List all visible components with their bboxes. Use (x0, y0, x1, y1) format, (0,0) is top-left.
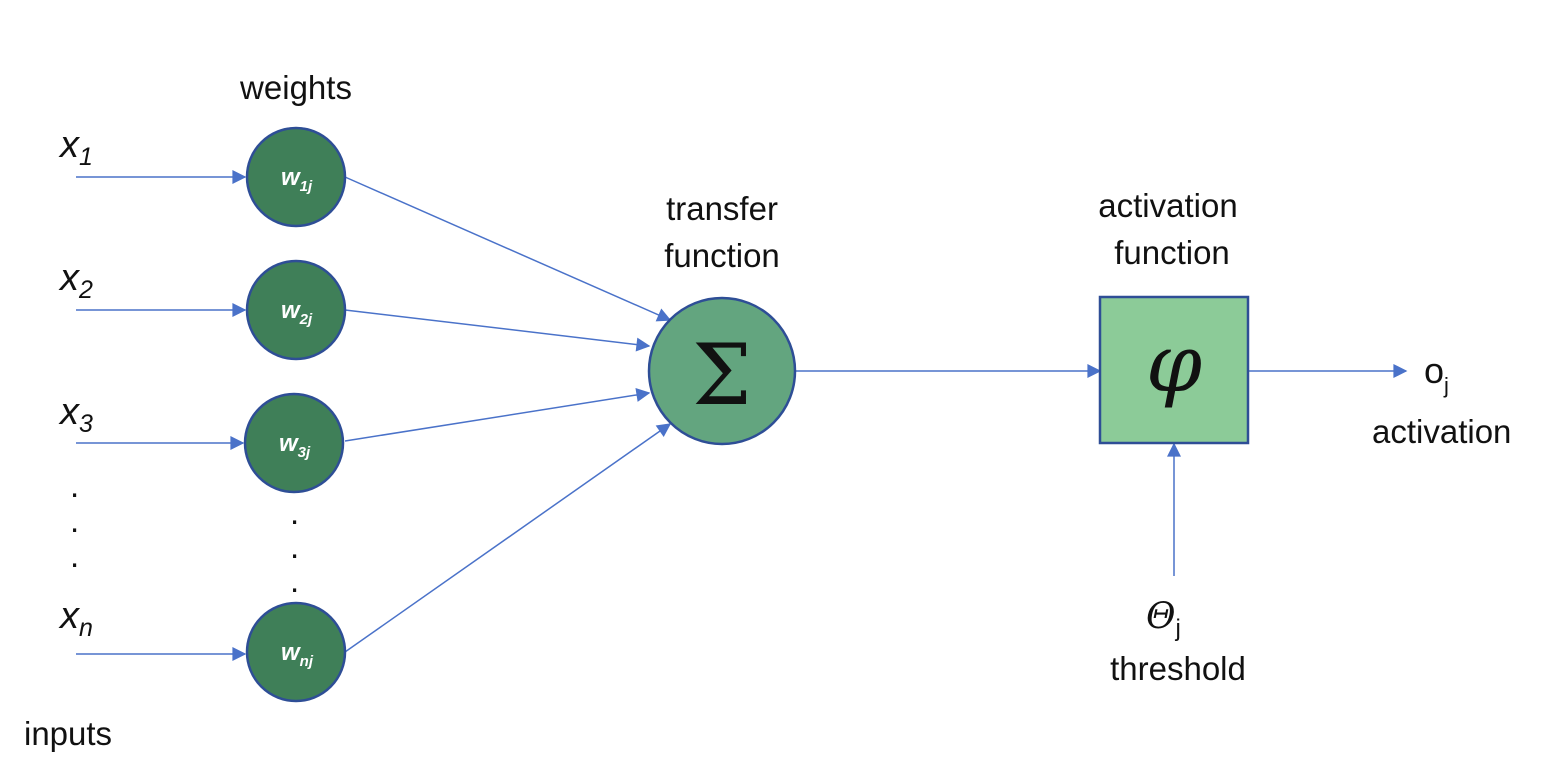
weight-label-2: w2j (281, 297, 313, 328)
input-ellipsis: . . . (70, 467, 79, 574)
output-label: oj (1424, 350, 1449, 398)
weight-node-1: w1j (245, 126, 347, 228)
weight-node-circle (243, 392, 345, 494)
sum-node-circle (647, 296, 797, 446)
output-caption: activation (1372, 413, 1511, 450)
activation-box-rect (1098, 295, 1250, 445)
phi-symbol: φ (1146, 317, 1202, 410)
connector-lines (76, 170, 1408, 661)
weight-node-n: wnj (245, 601, 347, 703)
weight-node-circle (245, 259, 347, 361)
sum-node: Σ (647, 296, 797, 446)
inputs-caption: inputs (24, 715, 112, 752)
activation-fn-heading-line2: function (1114, 234, 1230, 271)
threshold-caption: threshold (1110, 650, 1246, 687)
input-label-2: x2 (58, 257, 93, 304)
input-label-3: x3 (58, 391, 93, 438)
activation-box: φ (1098, 295, 1250, 445)
weight-label-n: wnj (281, 639, 314, 670)
weight-to-sum-arrow-3 (344, 388, 651, 442)
input-ellipsis-dot: . (70, 467, 79, 504)
weight-node-2: w2j (245, 259, 347, 361)
weight-node-circle (245, 126, 347, 228)
weight-to-sum-arrow-n (344, 423, 672, 653)
weight-ellipsis-dot: . (290, 528, 299, 565)
input-label-n: xn (58, 595, 93, 642)
weight-label-1: w1j (281, 164, 313, 195)
weight-label-3: w3j (279, 430, 311, 461)
weight-ellipsis-dot: . (290, 494, 299, 531)
input-label-1: x1 (58, 124, 93, 171)
input-ellipsis-dot: . (70, 537, 79, 574)
weight-to-sum-arrow-1 (344, 176, 672, 322)
weight-to-sum-arrow-2 (344, 309, 651, 352)
transfer-heading-line1: transfer (666, 190, 778, 227)
transfer-heading-line2: function (664, 237, 780, 274)
threshold-label: Θj (1146, 596, 1181, 642)
weight-ellipsis: . . . (290, 494, 299, 599)
sigma-symbol: Σ (692, 326, 751, 424)
input-ellipsis-dot: . (70, 502, 79, 539)
input-labels: x1 x2 x3 xn (58, 124, 93, 642)
weight-nodes: w1j w2j w3j wnj (243, 126, 347, 703)
weights-heading: weights (239, 69, 352, 106)
weight-node-3: w3j (243, 392, 345, 494)
weight-node-circle (245, 601, 347, 703)
activation-fn-heading-line1: activation (1098, 187, 1237, 224)
weight-ellipsis-dot: . (290, 562, 299, 599)
